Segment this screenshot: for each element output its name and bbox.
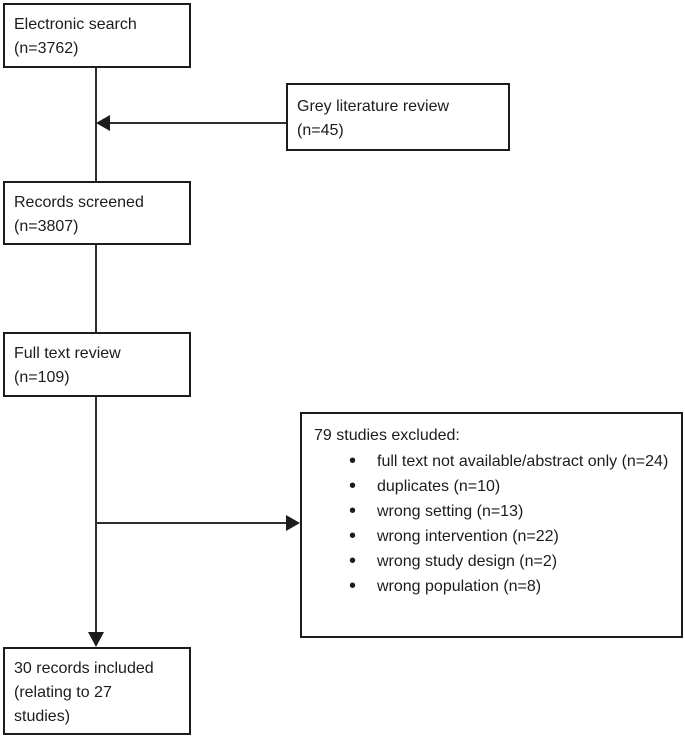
full-text-review-count: (n=109) [14,369,70,386]
arrowhead-down-icon [88,632,104,647]
electronic-search-box: Electronic search (n=3762) [3,3,191,68]
arrowhead-right-icon [286,515,300,531]
excluded-reasons-list: full text not available/abstract only (n… [314,449,673,599]
full-text-review-label: Full text review [14,345,121,362]
records-screened-label: Records screened [14,194,144,211]
electronic-search-label: Electronic search [14,16,137,33]
excluded-reason-item: wrong intervention (n=22) [349,524,673,549]
grey-literature-label: Grey literature review [297,98,450,115]
records-screened-box: Records screened (n=3807) [3,181,191,245]
connector-excluded [96,522,288,524]
excluded-reason-item: wrong population (n=8) [349,574,673,599]
studies-excluded-box: 79 studies excluded: full text not avail… [300,412,683,638]
electronic-search-count: (n=3762) [14,40,79,57]
records-included-label: 30 records included (relating to 27 stud… [14,660,154,725]
excluded-reason-item: full text not available/abstract only (n… [349,449,673,474]
grey-literature-box: Grey literature review (n=45) [286,83,510,151]
arrowhead-left-icon [96,115,110,131]
records-included-box: 30 records included (relating to 27 stud… [3,647,191,735]
connector-grey-literature [107,122,286,124]
records-screened-count: (n=3807) [14,218,79,235]
connector-fulltext-to-included [95,397,97,635]
connector-screened-to-fulltext [95,245,97,332]
full-text-review-box: Full text review (n=109) [3,332,191,397]
excluded-reason-item: wrong study design (n=2) [349,549,673,574]
excluded-reason-item: duplicates (n=10) [349,474,673,499]
studies-excluded-heading: 79 studies excluded: [314,427,460,444]
excluded-reason-item: wrong setting (n=13) [349,499,673,524]
grey-literature-count: (n=45) [297,122,344,139]
